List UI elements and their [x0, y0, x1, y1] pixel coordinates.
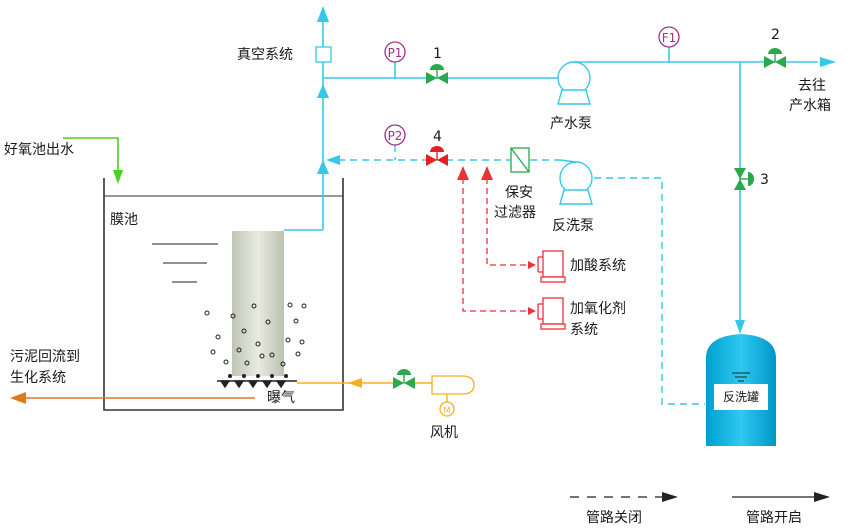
- valve-4-icon[interactable]: [426, 146, 448, 166]
- svg-text:M: M: [444, 406, 451, 415]
- oxidant-system-label-2: 系统: [570, 322, 598, 338]
- flow-meter-f1-label: F1: [662, 31, 677, 45]
- backwash-arrow-left: [326, 155, 340, 165]
- acid-dosing-pump: [537, 250, 566, 283]
- valve-2-icon[interactable]: [764, 48, 786, 68]
- oxidant-dosing-pump: [537, 297, 566, 330]
- membrane-tank: [103, 178, 344, 411]
- blower-icon: M: [431, 375, 475, 417]
- valve-3-label: 3: [760, 172, 769, 188]
- backwash-pump-label: 反洗泵: [552, 218, 594, 234]
- sludge-return-label-1: 污泥回流到: [10, 349, 80, 365]
- valve-1-label: 1: [433, 46, 442, 62]
- acid-system-label: 加酸系统: [570, 258, 626, 274]
- aeration-label: 曝气: [267, 390, 295, 406]
- vacuum-system-box: [315, 46, 332, 63]
- aerator-diffuser: [217, 374, 297, 389]
- legend-open-label: 管路开启: [746, 510, 802, 526]
- valve-4-label: 4: [433, 129, 442, 145]
- blower-label: 风机: [430, 425, 458, 441]
- to-product-tank-label-1: 去往: [798, 78, 826, 94]
- vacuum-system-label: 真空系统: [237, 47, 293, 63]
- gauge-p1-label: P1: [388, 46, 403, 60]
- pressure-gauge-p2: P2: [384, 124, 406, 146]
- inflow-arrow: [63, 137, 123, 184]
- sludge-return-label-2: 生化系统: [10, 370, 66, 386]
- flow-meter-f1: F1: [658, 26, 680, 48]
- legend-closed-label: 管路关闭: [586, 510, 642, 526]
- aerobic-outlet-label: 好氧池出水: [4, 142, 74, 158]
- chemical-arrows: [457, 166, 536, 315]
- chemical-dosing-lines: [462, 178, 530, 312]
- sludge-return-line: [10, 392, 255, 404]
- legend-closed: [570, 492, 678, 502]
- production-pump-label: 产水泵: [550, 116, 592, 132]
- security-filter-icon: [510, 147, 530, 173]
- production-pump-icon: [557, 61, 591, 105]
- valve-3-icon[interactable]: [734, 168, 754, 190]
- gauge-p2-label: P2: [388, 129, 403, 143]
- air-valve-icon[interactable]: [393, 369, 415, 389]
- security-filter-label-1: 保安: [505, 185, 533, 201]
- closed-pipe-network: [338, 145, 705, 405]
- valve-1-icon[interactable]: [426, 64, 448, 84]
- backwash-tank: [706, 334, 776, 446]
- backwash-tank-label: 反洗罐: [723, 390, 759, 404]
- to-product-tank-label-2: 产水箱: [789, 98, 831, 114]
- pressure-gauge-p1: P1: [384, 41, 406, 63]
- flow-arrows-open: [317, 6, 836, 334]
- oxidant-system-label-1: 加氧化剂: [570, 301, 626, 317]
- backwash-pump-icon: [559, 159, 593, 205]
- legend-open: [732, 492, 830, 502]
- membrane-tank-label: 膜池: [110, 212, 138, 228]
- water-level-marks: [152, 243, 218, 283]
- membrane-module: [232, 231, 284, 376]
- air-bubbles: [204, 302, 307, 367]
- open-pipe-network: [284, 22, 818, 332]
- security-filter-label-2: 过滤器: [494, 205, 536, 221]
- valve-2-label: 2: [771, 27, 780, 43]
